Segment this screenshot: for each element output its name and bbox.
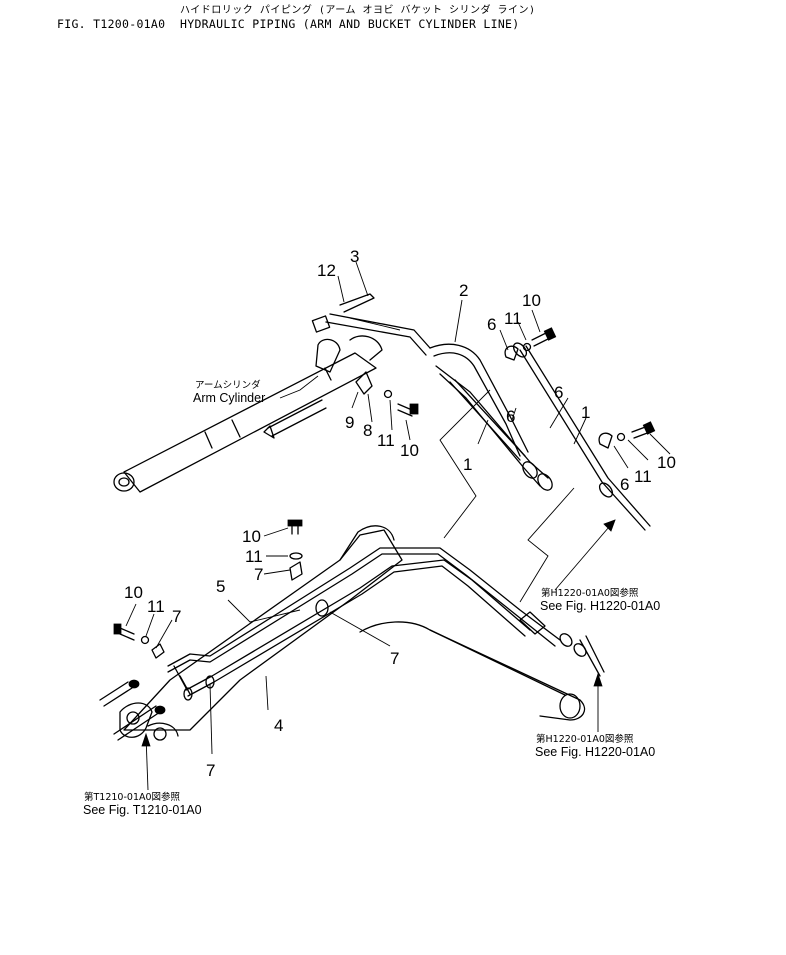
- callout-6-top: 6: [487, 315, 496, 334]
- arm-cylinder-drawing: [113, 335, 383, 493]
- callout-11-cyl: 11: [377, 431, 395, 450]
- fittings-lower: [99, 519, 605, 741]
- callout-5: 5: [216, 577, 225, 596]
- pipe-2-drawing: [429, 343, 553, 491]
- callout-6-right: 6: [620, 475, 629, 494]
- header-title-japanese: ハイドロリック パイピング (アーム オヨビ バケット シリンダ ライン): [180, 5, 536, 16]
- hose-1-drawing: [449, 342, 651, 531]
- callout-10-left: 10: [124, 583, 143, 602]
- bolt-set-upper: [383, 327, 656, 442]
- arm-cylinder-label-en: Arm Cylinder: [193, 391, 265, 405]
- callout-10-right: 10: [657, 453, 676, 472]
- callout-7-boom: 7: [254, 565, 263, 584]
- callout-10-cyl: 10: [400, 441, 419, 460]
- callout-1-left: 1: [463, 455, 472, 474]
- ref-2-en: See Fig. H1220-01A0: [535, 745, 655, 759]
- callout-6-left: 6: [506, 407, 515, 426]
- boom-drawing: [119, 525, 586, 741]
- callout-3: 3: [350, 247, 359, 266]
- ref-2-ja: 第H1220-01A0図参照: [536, 733, 634, 745]
- callout-11-top: 11: [504, 309, 522, 328]
- callout-9: 9: [345, 413, 354, 432]
- callout-numbers: 12 3 2 10 11 6 6 1 6 1 9 8 11 10 6 11 10…: [124, 247, 676, 780]
- callout-1-right: 1: [581, 403, 590, 422]
- callout-4: 4: [274, 716, 283, 735]
- leader-lines: [125, 261, 671, 755]
- callout-10-top: 10: [522, 291, 541, 310]
- callout-6-mid: 6: [554, 383, 563, 402]
- callout-8: 8: [363, 421, 372, 440]
- callout-12: 12: [317, 261, 336, 280]
- callout-2: 2: [459, 281, 468, 300]
- elbow-6-drawing: [355, 345, 613, 449]
- callout-11-right: 11: [634, 467, 652, 486]
- ref-1-en: See Fig. H1220-01A0: [540, 599, 660, 613]
- callout-7-left: 7: [172, 607, 181, 626]
- figure-id: FIG. T1200-01A0: [57, 17, 166, 31]
- pipe-3-drawing: [311, 293, 431, 356]
- ref-3-ja: 第T1210-01A0図参照: [84, 791, 181, 803]
- header-title-english: HYDRAULIC PIPING (ARM AND BUCKET CYLINDE…: [180, 17, 520, 31]
- ref-1-ja: 第H1220-01A0図参照: [541, 587, 639, 599]
- text-labels: アームシリンダ Arm Cylinder 第H1220-01A0図参照 See …: [83, 379, 660, 817]
- pipes-4-5-drawing: [167, 547, 561, 697]
- callout-7-bottom: 7: [206, 761, 215, 780]
- reference-arrows: [141, 519, 616, 791]
- callout-11-left: 11: [147, 597, 165, 616]
- callout-7-center: 7: [390, 649, 399, 668]
- arm-cylinder-label-ja: アームシリンダ: [195, 379, 261, 391]
- ref-3-en: See Fig. T1210-01A0: [83, 803, 202, 817]
- callout-10-boom: 10: [242, 527, 261, 546]
- callout-11-boom: 11: [245, 547, 263, 566]
